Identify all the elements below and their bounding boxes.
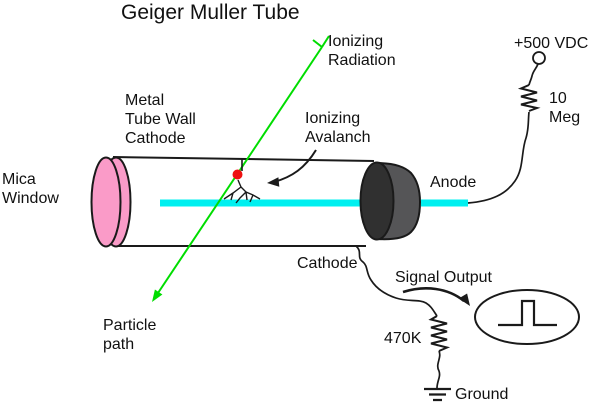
avalanche-branches-icon [223,179,261,204]
avalanche-pointer-arrowhead-icon [267,177,280,187]
ground-label: Ground [455,386,509,403]
ionizing-avalanch-label: Ionizing Avalanch [305,110,371,146]
avalanche-dot [232,169,243,180]
diagram-title: Geiger Muller Tube [121,1,300,24]
resistor-to-ground-wire [436,350,441,389]
ionizing-radiation-label: Ionizing Radiation [328,33,396,69]
supply-voltage-label: +500 VDC [514,35,589,52]
pulse-waveform-icon [498,299,557,327]
anode-end-cap-face [359,161,395,241]
supply-terminal-circle [532,51,546,65]
mica-window-label: Mica Window [2,171,59,207]
cathode-label: Cathode [297,255,358,272]
ground-symbol-icon [424,387,451,402]
signal-output-arrow [402,287,465,303]
output-pulse-ellipse [474,289,580,345]
anode-to-resistor-wire [467,111,530,204]
metal-tube-wall-cathode-label: Metal Tube Wall Cathode [125,92,196,147]
anode-resistor-label: 10 Meg [549,90,581,126]
cathode-resistor-symbol [428,315,451,352]
tube-top-line [112,156,375,162]
particle-track-arrowhead-icon [152,289,163,302]
anode-resistor-symbol [517,84,541,112]
cathode-to-resistor-wire [355,245,438,317]
particle-path-label: Particle path [103,317,157,353]
supply-to-resistor-wire [528,63,539,86]
cathode-resistor-label: 470K [384,330,422,347]
avalanche-pointer-arrow [273,149,317,183]
radiation-source-fork-icon [312,35,330,48]
signal-output-arrowhead-icon [458,293,470,306]
anode-label: Anode [430,174,477,191]
mica-window-disc-face [90,156,122,248]
signal-output-label: Signal Output [395,269,492,286]
